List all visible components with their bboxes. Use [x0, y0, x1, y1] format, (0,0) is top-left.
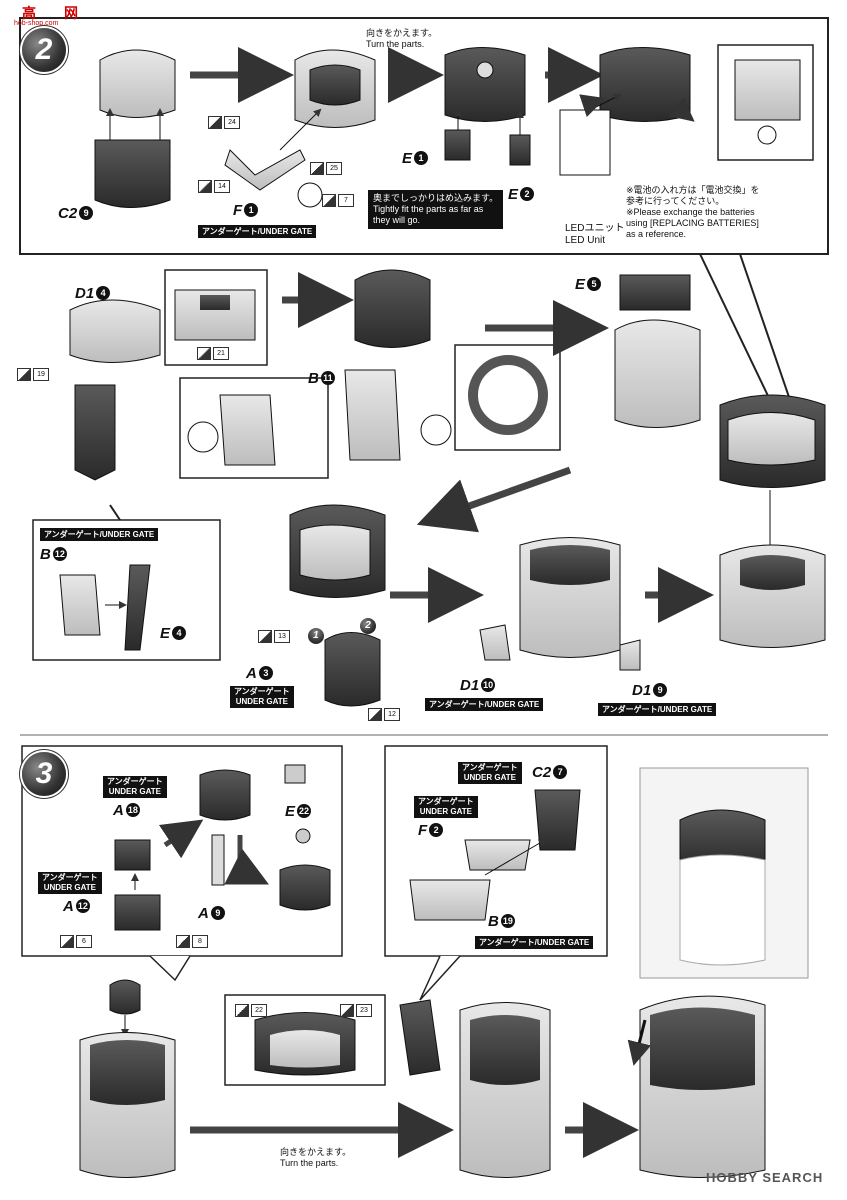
gate-marker-24: 24 — [208, 116, 240, 129]
under-gate-f1: アンダーゲート/UNDER GATE — [198, 225, 317, 238]
d110-d19-assembly — [479, 537, 641, 671]
gate-marker-8: 8 — [176, 935, 208, 948]
under-gate-b12: アンダーゲート/UNDER GATE — [40, 528, 159, 541]
step3-bottom-3 — [627, 995, 766, 1178]
watermark-url: hob-shop.com — [14, 20, 59, 27]
step-3-badge: 3 — [22, 752, 66, 796]
b11-assembly — [344, 269, 431, 461]
under-gate-b19: アンダーゲート/UNDER GATE — [475, 936, 594, 949]
d14-assembly — [69, 299, 161, 481]
gate-marker-22: 22 — [235, 1004, 267, 1017]
gate-marker-6: 6 — [60, 935, 92, 948]
gate-marker-7: 7 — [322, 194, 354, 207]
assembly-top-2 — [444, 47, 531, 166]
led-unit-label: LEDユニット LED Unit — [565, 223, 625, 246]
assembly-top-3 — [559, 47, 695, 176]
gate-marker-23: 23 — [340, 1004, 372, 1017]
gate-marker-19: 19 — [17, 368, 49, 381]
gate-marker-25: 25 — [310, 162, 342, 175]
e5-assembly — [614, 274, 701, 428]
step3-bottom-1 — [79, 979, 176, 1178]
c29-part — [94, 49, 176, 208]
gate-marker-14: 14 — [198, 180, 230, 193]
battery-note: ※電池の入れ方は「電池交換」を 参考に行ってください。 ※Please exch… — [626, 185, 760, 239]
step2-frame — [19, 17, 829, 255]
right-side-assembly — [719, 394, 826, 648]
step3-bottom-2 — [399, 999, 551, 1178]
tight-fit-note: 奥までしっかりはめ込みます。 Tightly fit the parts as … — [368, 190, 504, 229]
order-marker-2: 2 — [360, 618, 376, 634]
watermark-hobby-search: HOBBY SEARCH — [706, 1170, 824, 1185]
step-2-badge: 2 — [22, 28, 66, 72]
gate-marker-13: 13 — [258, 630, 290, 643]
watermark-logo: 高网 — [22, 5, 78, 21]
a3-assembly — [289, 504, 386, 707]
gate-marker-21: 21 — [197, 347, 229, 360]
under-gate-d19: アンダーゲート/UNDER GATE — [598, 703, 717, 716]
gate-marker-12: 12 — [368, 708, 400, 721]
turn-parts-note-step3: 向きをかえます。 Turn the parts. — [280, 1147, 352, 1168]
under-gate-d110: アンダーゲート/UNDER GATE — [425, 698, 544, 711]
turn-parts-note-step2: 向きをかえます。 Turn the parts. — [366, 28, 438, 49]
